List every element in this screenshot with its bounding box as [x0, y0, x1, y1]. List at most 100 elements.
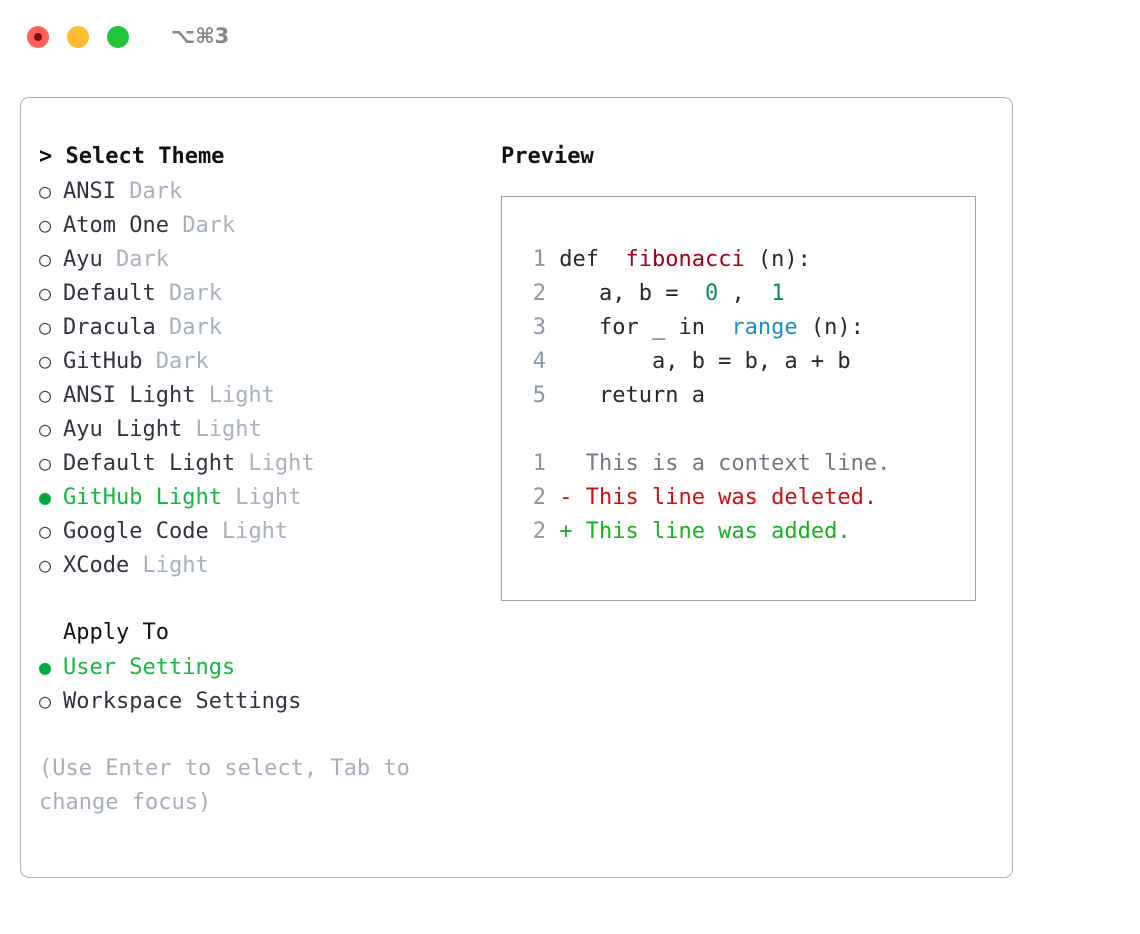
- line-number: 2: [532, 519, 546, 544]
- radio-unselected-icon: ○: [39, 689, 52, 713]
- theme-variant-label: Light: [129, 553, 209, 578]
- theme-picker-column: > Select Theme ○ANSI Dark○Atom One Dark○…: [39, 140, 479, 820]
- radio-selected-icon: ●: [39, 485, 52, 509]
- theme-variant-label: Light: [235, 451, 315, 476]
- theme-list-item[interactable]: ○Dracula Dark: [39, 310, 479, 344]
- theme-list-item[interactable]: ○ Default Light Light: [39, 446, 479, 480]
- radio-unselected-icon: ○: [39, 417, 52, 441]
- radio-selected-icon: ●: [39, 655, 52, 679]
- theme-name: Ayu Light: [63, 417, 183, 442]
- theme-list-item[interactable]: ○ Atom One Dark: [39, 208, 479, 242]
- theme-list-item[interactable]: ○ ANSI Dark: [39, 174, 479, 208]
- minimize-window-button[interactable]: [67, 26, 89, 48]
- line-number: 5: [532, 383, 546, 408]
- radio-unselected-icon: ○: [39, 519, 52, 543]
- radio-unselected-icon: ○: [39, 281, 52, 305]
- line-number: 1: [532, 451, 546, 476]
- code-token: 0: [691, 281, 719, 306]
- preview-header: Preview: [501, 144, 594, 169]
- theme-variant-label: Dark: [102, 247, 169, 272]
- code-token: 1: [757, 281, 785, 306]
- theme-variant-label: Light: [182, 417, 262, 442]
- close-icon: [34, 33, 42, 41]
- apply-to-option[interactable]: ● User Settings: [39, 650, 479, 684]
- theme-variant-label: Light: [195, 383, 275, 408]
- code-token: ,: [718, 281, 758, 306]
- code-token: for _ in: [546, 315, 719, 340]
- code-token: a, b = b, a + b: [546, 349, 851, 374]
- preview-column: Preview 1 def fibonacci (n):2 a, b = 0 ,…: [501, 140, 991, 601]
- code-token: a, b =: [546, 281, 692, 306]
- theme-name: Default: [63, 281, 156, 306]
- keyboard-hint-text: (Use Enter to select, Tab to change focu…: [39, 756, 410, 815]
- theme-variant-label: Dark: [168, 213, 236, 238]
- theme-name: Atom One: [63, 213, 169, 238]
- main-panel: > Select Theme ○ANSI Dark○Atom One Dark○…: [20, 97, 1013, 878]
- theme-name: ANSI: [63, 179, 116, 204]
- line-number: 1: [532, 247, 546, 272]
- theme-variant-label: Dark: [155, 315, 222, 340]
- code-token: fibonacci: [612, 247, 745, 272]
- diff-line: 2 - This line was deleted.: [522, 481, 890, 515]
- apply-to-header: Apply To: [63, 620, 169, 645]
- diff-text: This is a context line.: [546, 451, 891, 476]
- theme-variant-label: Dark: [155, 281, 222, 306]
- code-token: (n):: [797, 315, 864, 340]
- diff-line: 1 This is a context line.: [522, 447, 891, 481]
- radio-unselected-icon: ○: [39, 451, 52, 475]
- code-line: 3 for _ in range (n):: [522, 311, 890, 345]
- radio-unselected-icon: ○: [39, 349, 52, 373]
- theme-name: ANSI Light: [63, 383, 196, 408]
- theme-list-item[interactable]: ● GitHub Light Light: [39, 480, 479, 514]
- code-token: def: [546, 247, 613, 272]
- theme-list-item[interactable]: ○ GitHub Dark: [39, 344, 479, 378]
- diff-text: + This line was added.: [546, 519, 851, 544]
- code-line: 5 return a: [522, 379, 890, 413]
- theme-name: Google Code: [63, 519, 209, 544]
- theme-picker-header: > Select Theme: [39, 144, 225, 169]
- line-number: 2: [532, 281, 546, 306]
- code-diff-separator: [522, 413, 890, 447]
- code-line: 2 a, b = 0 , 1: [522, 277, 890, 311]
- theme-name: XCode: [63, 553, 130, 578]
- apply-to-label: Workspace Settings: [63, 689, 302, 714]
- theme-variant-label: Dark: [115, 179, 183, 204]
- radio-unselected-icon: ○: [39, 247, 52, 271]
- radio-unselected-icon: ○: [39, 553, 52, 577]
- keyboard-shortcut-label: ⌥⌘3: [171, 24, 230, 48]
- theme-list-item[interactable]: ○ANSI Light Light: [39, 378, 479, 412]
- theme-variant-label: Light: [221, 485, 302, 510]
- radio-unselected-icon: ○: [39, 213, 52, 237]
- line-number: 2: [532, 485, 546, 510]
- theme-list-item[interactable]: ○ Google Code Light: [39, 514, 479, 548]
- theme-name: GitHub: [63, 349, 143, 374]
- theme-list-item[interactable]: ○ XCode Light: [39, 548, 479, 582]
- code-line: 4 a, b = b, a + b: [522, 345, 890, 379]
- theme-list-item[interactable]: ○ Ayu Dark: [39, 242, 479, 276]
- theme-list-item[interactable]: ○ Default Dark: [39, 276, 479, 310]
- apply-to-option[interactable]: ○ Workspace Settings: [39, 684, 479, 718]
- theme-variant-label: Light: [208, 519, 289, 544]
- diff-line: 2 + This line was added.: [522, 515, 890, 549]
- theme-name: Ayu: [63, 247, 103, 272]
- line-number: 3: [532, 315, 546, 340]
- radio-unselected-icon: ○: [39, 315, 52, 339]
- title-bar: ⌥⌘3: [0, 0, 1140, 76]
- radio-unselected-icon: ○: [39, 179, 52, 203]
- code-token: return a: [546, 383, 705, 408]
- code-token: (n):: [744, 247, 811, 272]
- theme-list-item[interactable]: ○ Ayu Light Light: [39, 412, 479, 446]
- theme-name: Default Light: [63, 451, 236, 476]
- code-token: range: [718, 315, 798, 340]
- diff-text: - This line was deleted.: [546, 485, 878, 510]
- maximize-window-button[interactable]: [107, 26, 129, 48]
- theme-variant-label: Dark: [142, 349, 209, 374]
- theme-list: ○ ANSI Dark ○ Atom One Dark ○ Ayu Dark ○ Defaul…: [39, 174, 479, 582]
- code-line: 1 def fibonacci (n):: [522, 243, 890, 277]
- apply-to-list: ● User Settings ○ Workspace Settings: [39, 650, 479, 718]
- apply-to-label: User Settings: [63, 655, 236, 680]
- theme-name: GitHub Light: [63, 485, 222, 510]
